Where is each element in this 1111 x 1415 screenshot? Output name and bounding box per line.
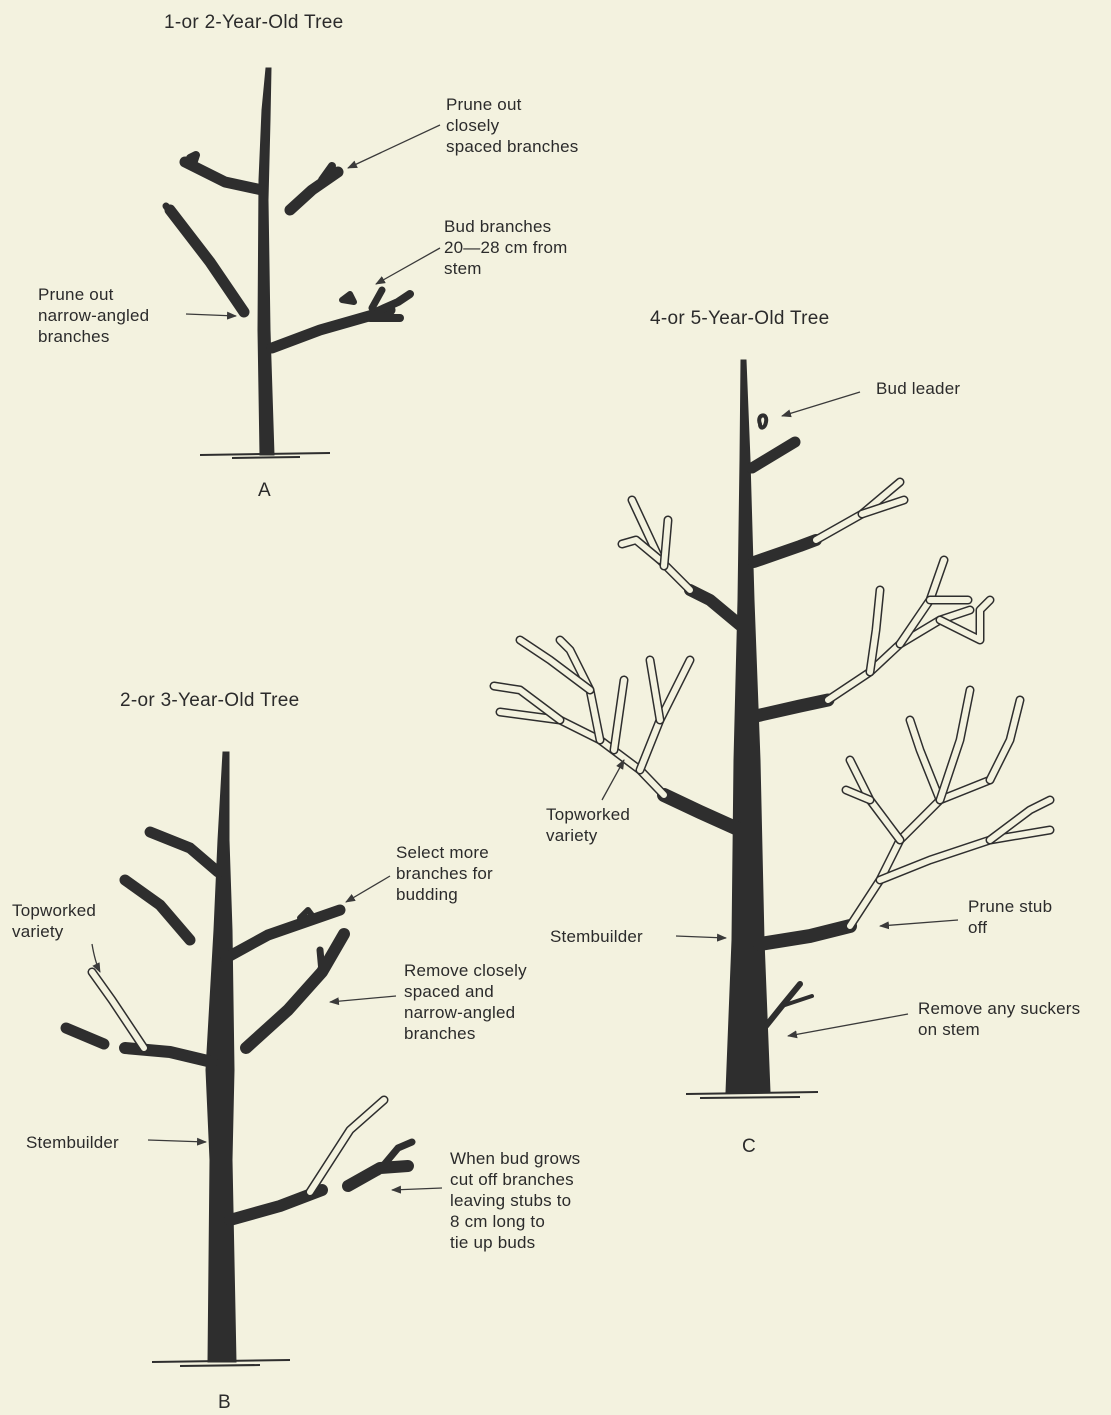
label-line: Topworked <box>546 804 630 825</box>
label-line: Prune stub <box>968 896 1052 917</box>
label-line: Prune out <box>38 284 149 305</box>
label-line: off <box>968 917 1052 938</box>
label-line: spaced and <box>404 981 527 1002</box>
label-line: branches for <box>396 863 493 884</box>
label-line: budding <box>396 884 493 905</box>
bud-branches-label: Bud branches 20—28 cm from stem <box>444 216 568 279</box>
bud-leader-label: Bud leader <box>876 378 960 399</box>
label-line: stem <box>444 258 568 279</box>
tree-c-title: 4-or 5-Year-Old Tree <box>650 308 830 329</box>
label-line: 20—28 cm from <box>444 237 568 258</box>
label-line: Select more <box>396 842 493 863</box>
label-line: variety <box>546 825 630 846</box>
label-line: Prune out <box>446 94 578 115</box>
label-line: narrow-angled <box>38 305 149 326</box>
topworked-label-c: Topworked variety <box>546 804 630 846</box>
label-line: When bud grows <box>450 1148 580 1169</box>
label-line: branches <box>38 326 149 347</box>
stembuilder-label-b: Stembuilder <box>26 1132 119 1153</box>
prune-narrow-label: Prune out narrow-angled branches <box>38 284 149 347</box>
label-line: narrow-angled <box>404 1002 527 1023</box>
label-line: leaving stubs to <box>450 1190 580 1211</box>
tree-c-drawing <box>494 360 1050 1098</box>
tree-a-drawing <box>166 68 410 458</box>
tree-b-drawing <box>66 752 412 1366</box>
label-line: tie up buds <box>450 1232 580 1253</box>
remove-suckers-label: Remove any suckers on stem <box>918 998 1080 1040</box>
topworked-label-b: Topworked variety <box>12 900 96 942</box>
tree-a-title: 1-or 2-Year-Old Tree <box>164 12 344 33</box>
label-line: Remove closely <box>404 960 527 981</box>
tree-b-letter: B <box>218 1392 231 1413</box>
select-more-label: Select more branches for budding <box>396 842 493 905</box>
label-line: closely <box>446 115 578 136</box>
tree-c-letter: C <box>742 1136 756 1157</box>
label-line: Remove any suckers <box>918 998 1080 1019</box>
label-line: variety <box>12 921 96 942</box>
stembuilder-label-c: Stembuilder <box>550 926 643 947</box>
label-line: on stem <box>918 1019 1080 1040</box>
when-bud-label: When bud grows cut off branches leaving … <box>450 1148 580 1253</box>
label-line: Topworked <box>12 900 96 921</box>
remove-closely-label: Remove closely spaced and narrow-angled … <box>404 960 527 1044</box>
label-line: cut off branches <box>450 1169 580 1190</box>
label-line: Bud branches <box>444 216 568 237</box>
label-line: spaced branches <box>446 136 578 157</box>
tree-a-letter: A <box>258 480 271 501</box>
label-line: 8 cm long to <box>450 1211 580 1232</box>
label-line: branches <box>404 1023 527 1044</box>
tree-b-title: 2-or 3-Year-Old Tree <box>120 690 300 711</box>
prune-closely-label: Prune out closely spaced branches <box>446 94 578 157</box>
prune-stub-label: Prune stub off <box>968 896 1052 938</box>
